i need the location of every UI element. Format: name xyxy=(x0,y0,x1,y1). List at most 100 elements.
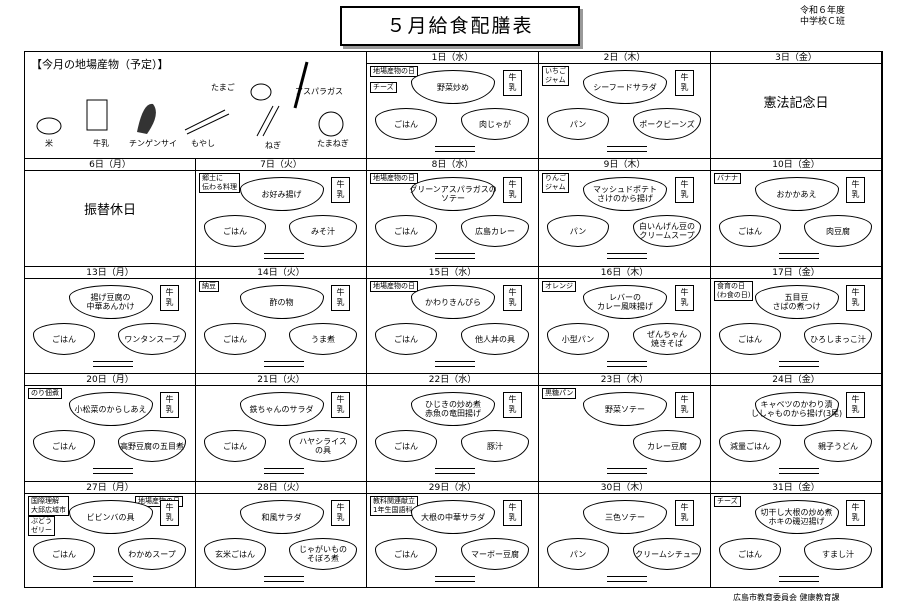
local-products-title: 【今月の地場産物（予定）】 xyxy=(31,58,169,71)
side-dish-bowl: みそ汁 xyxy=(289,215,357,247)
chopsticks-icon xyxy=(435,253,475,259)
side-dish-bowl: うま煮 xyxy=(289,323,357,355)
side-dish-bowl: すまし汁 xyxy=(804,538,872,570)
menu-tag: 地場産物の日 xyxy=(370,66,418,77)
product-onion: たまねぎ xyxy=(317,138,349,149)
day-date: 16日（木） xyxy=(539,267,710,279)
main-dish-bowl: シーフードサラダ xyxy=(583,70,667,104)
product-label: 米 xyxy=(45,139,53,148)
day-date: 24日（金） xyxy=(711,374,881,386)
menu-tag: 黒糖パン xyxy=(542,388,577,399)
milk-carton: 牛 乳 xyxy=(331,177,350,203)
staple-bowl: 減量ごはん xyxy=(719,430,781,462)
chopsticks-icon xyxy=(435,146,475,152)
chopsticks-icon xyxy=(263,576,304,582)
milk-carton: 牛 乳 xyxy=(675,70,694,96)
holiday-label: 憲法記念日 xyxy=(763,96,829,111)
main-dish-bowl: 野菜ソテー xyxy=(583,392,667,426)
menu-tag: いちご ジャム xyxy=(542,66,569,86)
day-cell: 22日（水）ひじきの炒め煮 赤魚の竜田揚げ牛 乳ごはん豚汁 xyxy=(367,374,539,482)
milk-carton: 牛 乳 xyxy=(846,177,865,203)
menu-tag: ぶどう ゼリー xyxy=(28,516,55,536)
day-date: 1日（水） xyxy=(367,52,538,64)
menu-tag: 納豆 xyxy=(199,281,219,292)
main-dish-bowl: 小松菜のからしあえ xyxy=(68,392,153,426)
chopsticks-icon xyxy=(92,361,133,367)
main-dish-bowl: キャベツのかわり漬 ししゃものから揚げ(3尾) xyxy=(751,392,842,426)
staple-bowl: パン xyxy=(547,538,609,570)
staple-bowl: ごはん xyxy=(375,538,437,570)
day-cell: 14日（火）納豆酢の物牛 乳ごはんうま煮 xyxy=(196,267,367,374)
day-cell: 17日（金）食育の日 (わ食の日)五目豆 さばの煮つけ牛 乳ごはんひろしまっこ汁 xyxy=(711,267,882,374)
staple-bowl: ごはん xyxy=(375,323,437,355)
chopsticks-icon xyxy=(263,468,304,474)
chopsticks-icon xyxy=(607,361,647,367)
milk-carton: 牛 乳 xyxy=(675,392,694,418)
chopsticks-icon xyxy=(778,576,819,582)
side-dish-bowl: ハヤシライス の具 xyxy=(289,430,357,462)
side-dish-bowl: 他人丼の具 xyxy=(461,323,529,355)
main-dish-bowl: 三色ソテー xyxy=(583,500,667,534)
chopsticks-icon xyxy=(778,361,819,367)
staple-bowl: 玄米ごはん xyxy=(204,538,266,570)
main-dish-bowl: おかかあえ xyxy=(754,177,839,211)
day-date: 20日（月） xyxy=(25,374,195,386)
staple-bowl: ごはん xyxy=(33,323,95,355)
milk-carton: 牛 乳 xyxy=(503,500,522,526)
milk-carton: 牛 乳 xyxy=(503,70,522,96)
main-dish-bowl: 和風サラダ xyxy=(239,500,324,534)
side-dish-bowl: 豚汁 xyxy=(461,430,529,462)
side-dish-bowl: ひろしまっこ汁 xyxy=(804,323,872,355)
side-dish-bowl: 白いんげん豆の クリームスープ xyxy=(633,215,701,247)
product-label: ねぎ xyxy=(265,141,281,150)
chopsticks-icon xyxy=(435,361,475,367)
chopsticks-icon xyxy=(607,468,647,474)
main-dish-bowl: 揚げ豆腐の 中華あんかけ xyxy=(68,285,153,319)
menu-tag: チーズ xyxy=(370,82,397,93)
product-label: アスパラガス xyxy=(295,87,343,96)
day-date: 21日（火） xyxy=(196,374,366,386)
milk-carton: 牛 乳 xyxy=(160,285,179,311)
chopsticks-icon xyxy=(92,468,133,474)
day-cell: 20日（月）のり佃煮小松菜のからしあえ牛 乳ごはん高野豆腐の五目煮 xyxy=(25,374,196,482)
side-dish-bowl: ワンタンスープ xyxy=(118,323,186,355)
chopsticks-icon xyxy=(435,468,475,474)
day-date: 10日（金） xyxy=(711,159,881,171)
product-label: たまご xyxy=(211,83,235,92)
menu-tag: 食育の日 (わ食の日) xyxy=(714,281,754,301)
main-dish-bowl: 大根の中華サラダ xyxy=(411,500,495,534)
chopsticks-icon xyxy=(607,253,647,259)
product-label: たまねぎ xyxy=(317,139,349,148)
day-cell: 3日（金）憲法記念日 xyxy=(711,52,882,159)
staple-bowl: ごはん xyxy=(375,108,437,140)
day-cell: 1日（水）地場産物の日チーズ野菜炒め牛 乳ごはん肉じゃが xyxy=(367,52,539,159)
side-dish-bowl: わかめスープ xyxy=(118,538,186,570)
menu-tag: のり佃煮 xyxy=(28,388,62,399)
side-dish-bowl: クリームシチュー xyxy=(633,538,701,570)
title-banner: ５月給食配膳表 xyxy=(340,6,580,46)
staple-bowl: ごはん xyxy=(719,215,781,247)
milk-carton: 牛 乳 xyxy=(675,500,694,526)
side-dish-bowl: 肉じゃが xyxy=(461,108,529,140)
day-cell: 8日（水）地場産物の日グリーンアスパラガスの ソテー牛 乳ごはん広島カレー xyxy=(367,159,539,267)
day-date: 28日（火） xyxy=(196,482,366,494)
product-asparagus: アスパラガス xyxy=(295,86,343,97)
chopsticks-icon xyxy=(263,361,304,367)
menu-tag: 国際理解 大邱広域市 xyxy=(28,496,69,516)
day-date: 7日（火） xyxy=(196,159,366,171)
day-date: 6日（月） xyxy=(25,159,195,171)
milk-carton: 牛 乳 xyxy=(160,500,179,526)
menu-tag: 地場産物の日 xyxy=(370,281,418,292)
chopsticks-icon xyxy=(263,253,304,259)
main-dish-bowl: レバーの カレー風味揚げ xyxy=(583,285,667,319)
milk-carton: 牛 乳 xyxy=(846,285,865,311)
menu-tag: バナナ xyxy=(714,173,741,184)
day-date: 2日（木） xyxy=(539,52,710,64)
menu-tag: 郷土に 伝わる料理 xyxy=(199,173,240,193)
milk-carton: 牛 乳 xyxy=(331,285,350,311)
main-dish-bowl: かわりきんぴら xyxy=(411,285,495,319)
chopsticks-icon xyxy=(778,253,819,259)
day-date: 15日（水） xyxy=(367,267,538,279)
side-dish-bowl: 広島カレー xyxy=(461,215,529,247)
day-date: 31日（金） xyxy=(711,482,881,494)
